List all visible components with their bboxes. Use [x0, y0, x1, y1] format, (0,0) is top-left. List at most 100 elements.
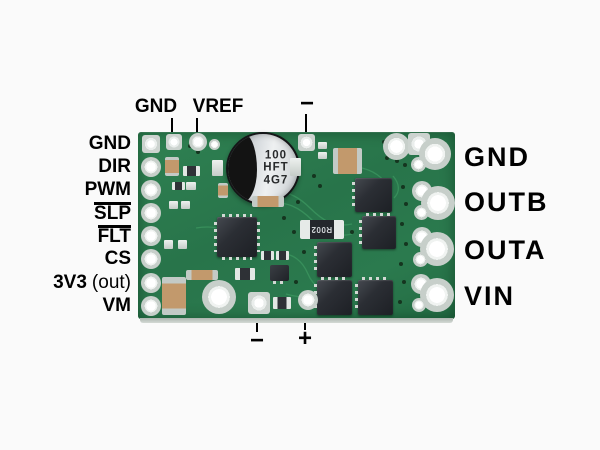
through-hole-slp	[141, 203, 161, 223]
terminal-label-text: OUTB	[464, 187, 549, 217]
pin-label-text-overline: SLP	[94, 202, 131, 224]
pad-minus-top	[298, 134, 315, 151]
mosfet-1	[352, 178, 392, 212]
smd-resistor	[276, 251, 289, 260]
pin-label-slp: SLP	[0, 201, 131, 225]
terminal-label-outa: OUTA	[464, 235, 547, 265]
terminal-vin-small-hole2	[412, 298, 426, 312]
pin-label-text: GND	[88, 133, 131, 154]
pin-label-text: GND	[134, 96, 178, 117]
capacitor-marking-line1: 100	[264, 149, 288, 161]
terminal-outb-small-hole2	[414, 205, 429, 220]
minus-sign: −	[299, 90, 314, 117]
smd-resistor	[172, 182, 185, 190]
smd-pad	[181, 201, 190, 209]
leader-line-vref	[196, 118, 198, 132]
terminal-gnd-small-hole	[411, 157, 426, 172]
pin-label-text: CS	[104, 248, 131, 269]
terminal-label-text: GND	[464, 142, 530, 172]
pin-label-text: VREF	[192, 96, 244, 117]
mosfet-pins	[366, 213, 392, 216]
smd-diode	[235, 268, 255, 280]
through-hole-cs	[141, 249, 161, 269]
ceramic-capacitor	[165, 157, 179, 176]
terminal-label-text: OUTA	[464, 235, 547, 265]
ic-pins-top	[221, 214, 253, 217]
smd-pad	[186, 182, 196, 190]
pin-label-dir: DIR	[0, 155, 131, 178]
smd-pad	[212, 160, 223, 176]
mosfet-2	[359, 213, 396, 249]
pad-gnd-top	[166, 134, 182, 150]
mosfet-5	[355, 277, 393, 315]
through-hole-pwm	[141, 180, 161, 200]
electrolytic-capacitor: 100 HFT 4G7	[226, 132, 300, 205]
smd-pad	[318, 142, 327, 149]
pin-label-gnd-left: GND	[0, 132, 131, 155]
pin-label-text: DIR	[98, 156, 131, 177]
terminal-label-text: VIN	[464, 281, 516, 311]
through-hole-vm	[141, 296, 161, 316]
pin-label-text: 3V3	[53, 272, 87, 293]
capacitor-marking-line3: 4G7	[263, 174, 289, 186]
sot23-transistor	[270, 265, 289, 284]
small-via-hole	[209, 139, 220, 150]
pin-label-3v3: 3V3(out)	[0, 271, 131, 294]
ceramic-capacitor	[252, 196, 284, 207]
ceramic-capacitor	[218, 183, 228, 198]
smd-pad	[290, 158, 301, 176]
smd-pad	[318, 152, 327, 159]
mounting-hole-bottom	[202, 280, 236, 314]
pin-label-vm: VM	[0, 294, 132, 317]
pin-label-minus-top: −	[293, 92, 321, 116]
through-hole-gnd	[142, 135, 160, 153]
capacitor-marking-line2: HFT	[263, 161, 289, 174]
pin-label-text: PWM	[84, 179, 131, 200]
pin-label-minus-bottom: −	[243, 329, 271, 353]
pcb-bottom-edge	[140, 318, 453, 323]
minus-sign: −	[249, 327, 264, 354]
mosfet-3	[314, 242, 352, 277]
mounting-hole-top	[383, 133, 410, 160]
smd-diode	[183, 166, 200, 176]
leader-line-minus-bottom	[256, 317, 258, 332]
smd-pad	[178, 240, 187, 249]
ceramic-capacitor	[162, 277, 186, 315]
pin-label-cs: CS	[0, 247, 131, 270]
pin-label-plus-bottom: +	[291, 327, 319, 351]
pin-label-text: VM	[102, 295, 132, 316]
pad-vref	[189, 133, 207, 151]
through-hole-dir	[141, 157, 161, 177]
shunt-marking: R002	[311, 225, 333, 234]
ic-pins-bottom	[221, 257, 253, 260]
terminal-label-outb: OUTB	[464, 187, 549, 217]
through-hole-3v3	[141, 273, 161, 293]
driver-ic	[214, 214, 260, 260]
mosfet-pins	[362, 277, 389, 280]
pin-label-suffix: (out)	[91, 272, 131, 293]
pcb-board: 100 HFT 4G7 R002	[138, 132, 455, 319]
pin-label-vref: VREF	[185, 96, 251, 118]
smd-pad	[169, 201, 178, 209]
ceramic-capacitor	[333, 148, 362, 174]
pin-label-flt: FLT	[0, 224, 131, 248]
pin-label-pwm: PWM	[0, 178, 131, 201]
mosfet-4	[314, 277, 352, 315]
smd-pad	[164, 240, 173, 249]
terminal-label-gnd: GND	[464, 142, 530, 172]
ceramic-capacitor	[186, 270, 218, 280]
terminal-label-vin: VIN	[464, 281, 515, 311]
pin-label-gnd-top: GND	[130, 96, 182, 118]
leader-line-gnd-top	[171, 118, 173, 132]
pad-plus-bottom	[298, 290, 318, 310]
pad-minus-bottom	[248, 292, 270, 314]
terminal-outa-small-hole2	[413, 252, 428, 267]
shunt-resistor: R002	[300, 220, 344, 239]
pin-label-text-overline: FLT	[97, 225, 131, 247]
smd-resistor	[273, 297, 291, 309]
smd-resistor	[261, 251, 274, 260]
leader-line-minus-top	[305, 114, 307, 132]
mosfet-pins	[321, 277, 348, 280]
capacitor-sleeve-stripe	[228, 134, 257, 203]
